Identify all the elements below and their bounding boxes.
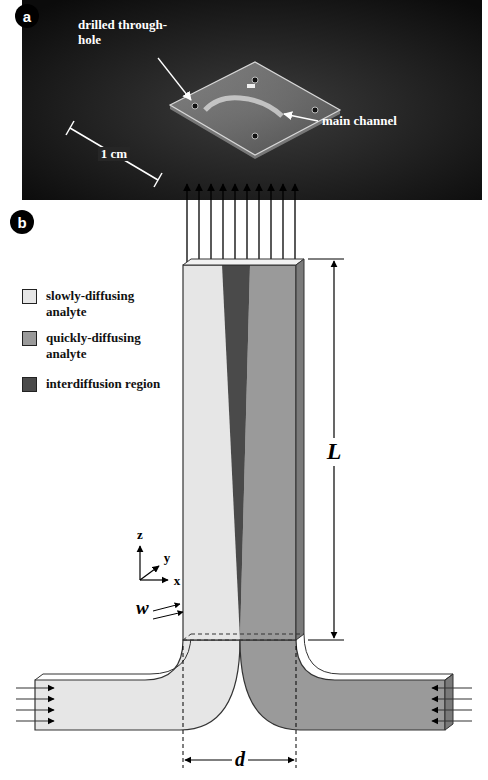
flow-arrow [16,698,54,699]
flow-arrow [210,184,211,262]
glass-chip [170,62,340,155]
dimension-arrow [153,612,183,619]
legend-swatch [22,289,37,304]
axis-arrow [139,546,140,580]
axis-arrow [140,566,159,580]
legend-text: quickly-diffusing analyte [46,330,166,361]
panel-letter: a [15,4,39,28]
flow-arrow [16,720,54,721]
interdiffusion-region [222,265,250,640]
through-hole [252,133,258,139]
callout-label: drilled through-hole [78,18,170,48]
channel-side-face [296,259,304,640]
flow-arrow [432,687,472,688]
axis-label: x [174,574,181,589]
panel-letter: b [10,210,34,234]
right-inlet [240,640,445,730]
dimension-tick [308,640,344,641]
legend-text: interdiffusion region [46,376,166,392]
photo-background [22,0,482,200]
panel-letter-text: a [23,9,31,24]
flow-arrow [270,184,271,262]
callout-label: main channel [322,114,397,129]
dimension-label: d [232,748,248,771]
inlet-arrows [16,688,472,721]
chip-mark [247,84,255,88]
junction-dashes [183,634,304,640]
dimension-arrow [153,604,180,611]
dimension-tick [308,259,344,260]
extension-line [296,646,297,768]
flow-arrow [432,709,472,710]
scale-tick [66,121,74,135]
flow-arrow [432,720,472,721]
panel-letter-text: b [17,215,26,230]
legend-swatch [22,331,37,346]
legend-swatch [22,377,37,392]
flow-arrow [186,184,187,262]
flow-arrow [282,184,283,262]
flow-arrow [222,184,223,262]
flow-arrow [432,698,472,699]
flow-arrow [198,184,199,262]
legend-text: slowly-diffusing analyte [46,288,166,319]
axis-label: z [137,528,143,543]
flow-arrow [246,184,247,262]
main-channel [183,265,296,640]
flow-arrow [294,184,295,262]
leader-line [284,114,318,121]
scale-bar [70,128,158,180]
left-inlet [35,640,240,730]
scale-label: 1 cm [98,147,130,162]
flow-arrow [234,184,235,262]
flow-arrow [16,687,54,688]
axis-arrow [140,579,168,580]
through-hole [312,107,318,113]
through-hole [192,103,198,109]
leader-line [158,58,191,100]
extension-line [183,646,184,768]
outlet-arrows [187,184,295,262]
flow-arrow [258,184,259,262]
through-hole [252,77,258,83]
dimension-label: w [136,597,149,619]
inlet-back-edge [35,634,191,680]
channel-top-face [183,259,304,265]
flow-arrow [16,709,54,710]
main-channel-groove [205,98,282,116]
scale-tick [154,173,162,187]
dimension-label: L [324,438,345,466]
inlet-back-edge [304,634,453,680]
axis-label: y [164,551,171,566]
